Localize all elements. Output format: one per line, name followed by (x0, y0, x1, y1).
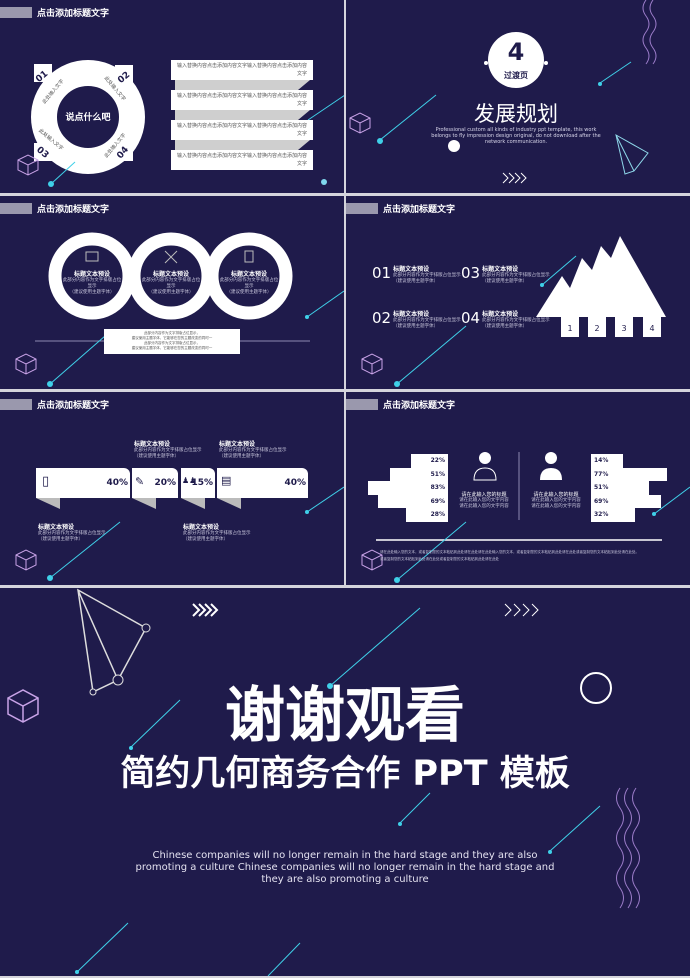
female-icon (545, 452, 557, 464)
footer-text: 请在此处输入您的文本，或者复制您的文本粘贴到此处请在此处请在此处输入您的文本，或… (380, 550, 639, 561)
stat-card: ✎20% (132, 468, 178, 498)
text-box: 此部分内容作为文字排版占位显示，建议使用主题字体，它能够在您的主题改变的同时一此… (104, 329, 240, 354)
bar-row: 28% (406, 508, 448, 522)
ring-center-text: 说点什么吧 (65, 113, 111, 123)
mountain-chart (361, 236, 666, 387)
title-bar-accent (0, 399, 32, 410)
ribbon-item: 输入替换内容点击添加内容文字输入替换内容点击添加内容文字 (171, 90, 313, 110)
bar-row: 69% (377, 494, 448, 509)
edit-icon: ✎ (135, 475, 145, 488)
title-bar-accent (346, 203, 378, 214)
slide-3[interactable]: 点击添加标题文字 标题文本预设此部分内容作为文字排版占位显示（建议使用主题字体）… (0, 196, 344, 389)
phone-icon: ▯ (42, 474, 50, 489)
slide-5[interactable]: 点击添加标题文字 ▯40% ✎20% ♟♟15% ▤40% 标题文本预设此部分内… (0, 392, 344, 585)
slide-title: 点击添加标题文字 (37, 401, 110, 411)
note: 标题文本预设此部分内容作为文字排版占位显示（建议使用主题字体） (219, 441, 287, 459)
slide-2[interactable]: 4 过渡页 发展规划 Professional custom all kinds… (346, 0, 690, 193)
title-bar-accent (346, 399, 378, 410)
final-desc: Chinese companies will no longer remain … (135, 850, 555, 885)
mountain-label: 3 (621, 324, 627, 333)
bar-row: 14% (591, 454, 623, 468)
slide-title: 点击添加标题文字 (37, 9, 110, 19)
transition-label: 过渡页 (504, 71, 528, 80)
decorations (15, 486, 344, 581)
bar-row: 32% (591, 508, 636, 522)
section-desc: Professional custom all kinds of industr… (431, 127, 601, 145)
title-bar-accent (0, 7, 32, 18)
stat-card: ▯40% (36, 468, 130, 498)
slide-title: 点击添加标题文字 (383, 205, 456, 215)
decorations (349, 0, 657, 184)
male-text: 请在此输入您的标题请在此输入您的文字内容请在此输入您的文字内容 (459, 492, 509, 509)
title-bar-accent (0, 203, 32, 214)
book-icon: ▤ (221, 474, 232, 487)
mountain-label: 1 (567, 324, 573, 333)
stat-card: ♟♟15% (181, 468, 215, 498)
note: 标题文本预设此部分内容作为文字排版占位显示（建议使用主题字体） (38, 524, 106, 542)
section-title: 发展规划 (474, 102, 558, 126)
slide-title: 点击添加标题文字 (383, 401, 456, 411)
bar-row: 83% (367, 481, 448, 495)
note: 标题文本预设此部分内容作为文字排版占位显示（建议使用主题字体） (134, 441, 202, 459)
circle-card: 标题文本预设此部分内容作为文字排版占位显示（建议使用主题字体） (219, 271, 279, 295)
circle-card: 标题文本预设此部分内容作为文字排版占位显示（建议使用主题字体） (141, 271, 201, 295)
bar-row: 22% (410, 454, 448, 468)
slide-6[interactable]: 点击添加标题文字 22%51%83%69%28%14%77%51%69%32% … (346, 392, 690, 585)
bar-row: 51% (591, 481, 649, 495)
stat-card: ▤40% (217, 468, 308, 498)
decorations (361, 452, 690, 583)
ring-diagram (17, 60, 344, 187)
people-icon: ♟♟ (182, 476, 197, 485)
ribbon-item: 输入替换内容点击添加内容文字输入替换内容点击添加内容文字 (171, 60, 313, 80)
circle-card: 标题文本预设此部分内容作为文字排版占位显示（建议使用主题字体） (62, 271, 122, 295)
bar-row: 77% (591, 467, 667, 482)
transition-number: 4 (507, 38, 525, 66)
decorations (15, 232, 344, 387)
slide-title: 点击添加标题文字 (37, 205, 110, 215)
bar-row: 51% (390, 467, 448, 482)
bar-row: 69% (591, 494, 662, 509)
slide-1[interactable]: 点击添加标题文字 说点什么吧 01 02 03 04 此处输入文字 此处输入文字… (0, 0, 344, 193)
female-text: 请在此输入您的标题请在此输入您的文字内容请在此输入您的文字内容 (531, 492, 581, 509)
decorations (7, 588, 640, 976)
mountain-label: 2 (594, 324, 600, 333)
ribbon-item: 输入替换内容点击添加内容文字输入替换内容点击添加内容文字 (171, 150, 313, 170)
final-title: 谢谢观看 (225, 681, 465, 751)
slide-final[interactable]: 谢谢观看 简约几何商务合作 PPT 模板 Chinese companies w… (0, 588, 690, 976)
male-icon (479, 452, 491, 464)
final-subtitle: 简约几何商务合作 PPT 模板 (120, 754, 570, 794)
ribbon-item: 输入替换内容点击添加内容文字输入替换内容点击添加内容文字 (171, 120, 313, 140)
mountain-label: 4 (649, 324, 655, 333)
note: 标题文本预设此部分内容作为文字排版占位显示（建议使用主题字体） (183, 524, 251, 542)
